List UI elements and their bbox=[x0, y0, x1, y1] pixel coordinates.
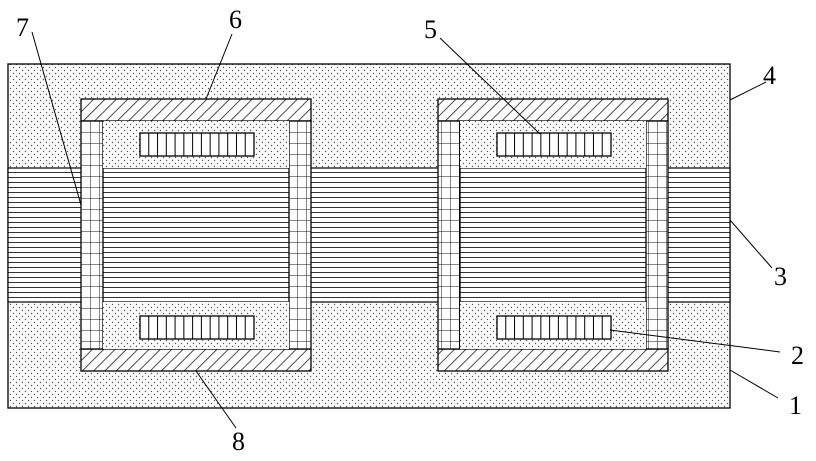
callout-5: 5 bbox=[424, 15, 437, 44]
right-upper-electrode bbox=[497, 133, 611, 156]
callout-2: 2 bbox=[791, 341, 804, 370]
left-wall-right bbox=[289, 121, 311, 349]
left-lower-electrode bbox=[140, 316, 254, 339]
left-top-cap bbox=[81, 99, 311, 121]
right-wall-left bbox=[438, 121, 460, 349]
leader-3 bbox=[730, 220, 772, 268]
right-wall-right bbox=[646, 121, 668, 349]
right-bottom-cap bbox=[438, 349, 668, 371]
laminated-layer bbox=[8, 168, 730, 302]
callout-1: 1 bbox=[789, 391, 802, 420]
leader-1 bbox=[730, 370, 778, 398]
right-top-cap bbox=[438, 99, 668, 121]
leader-4 bbox=[730, 82, 766, 100]
callout-7: 7 bbox=[16, 13, 29, 42]
right-lower-electrode bbox=[497, 316, 611, 339]
callout-4: 4 bbox=[763, 61, 776, 90]
left-upper-electrode bbox=[140, 133, 254, 156]
callout-8: 8 bbox=[232, 427, 245, 456]
left-bottom-cap bbox=[81, 349, 311, 371]
callout-3: 3 bbox=[774, 262, 787, 291]
left-wall-left bbox=[81, 121, 103, 349]
callout-6: 6 bbox=[229, 5, 242, 34]
